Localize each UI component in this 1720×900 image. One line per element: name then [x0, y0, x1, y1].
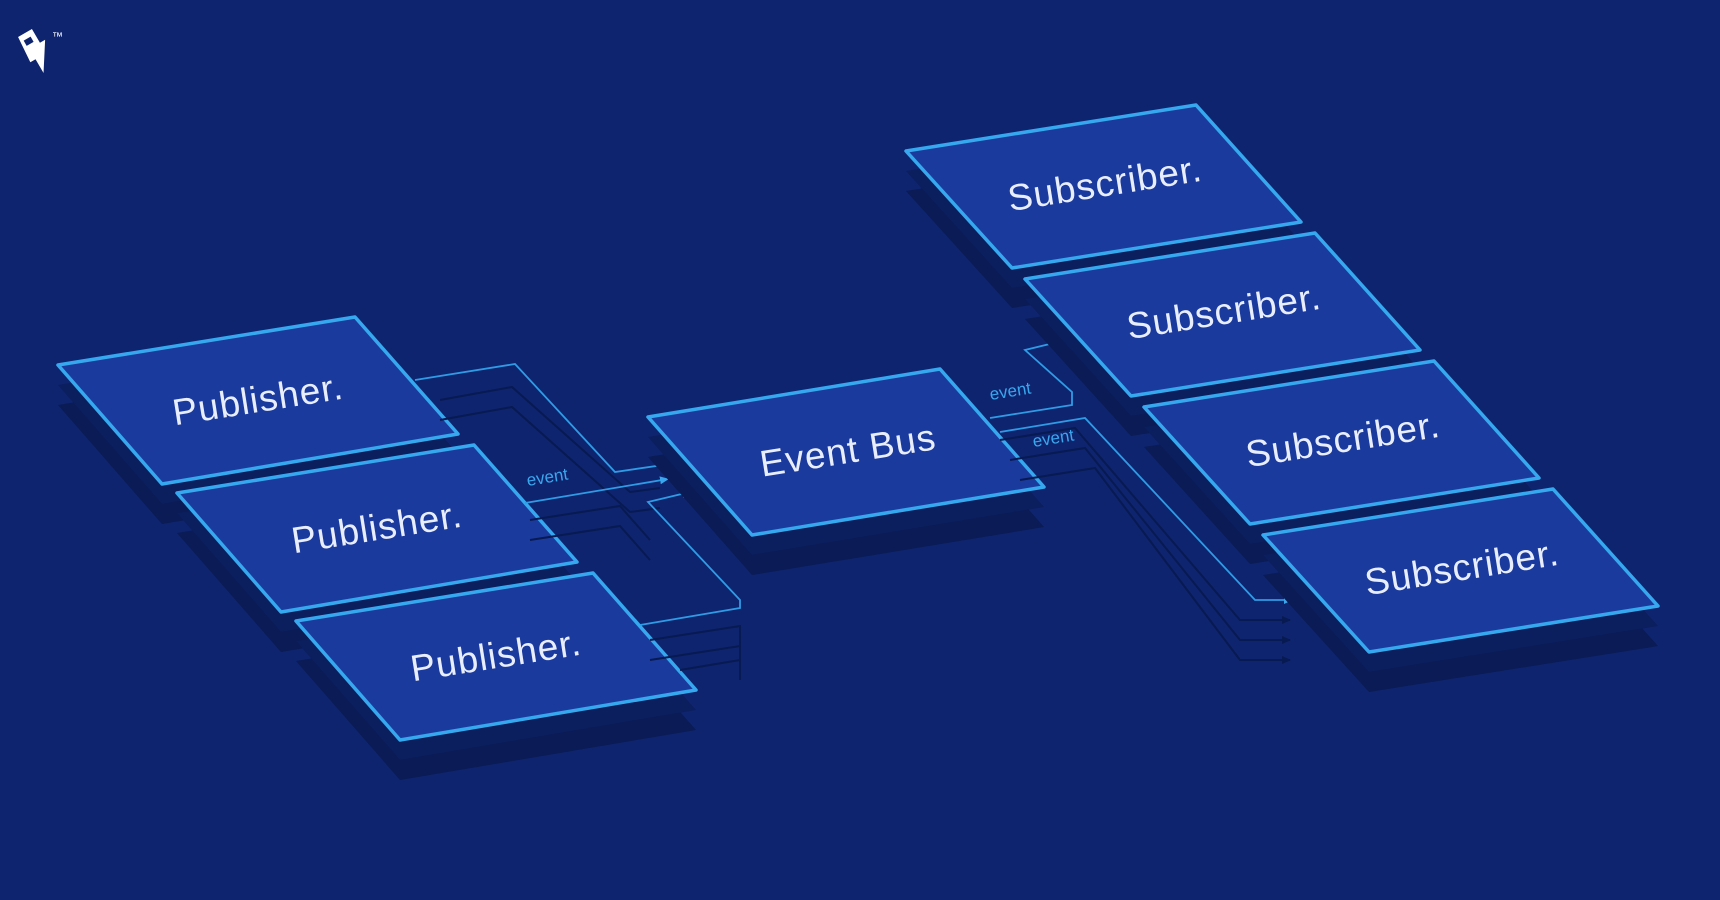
trademark-mark: ™	[52, 31, 63, 43]
bus-event-label-lower: event	[1031, 426, 1075, 451]
subscriber-card[interactable]: Subscriber.	[1142, 359, 1541, 564]
subscriber-card[interactable]: Subscriber.	[904, 103, 1303, 308]
event-bus-card[interactable]: Event Bus	[646, 367, 1046, 575]
subscriber-card[interactable]: Subscriber.	[1261, 487, 1660, 692]
bus-event-label-upper: event	[988, 379, 1032, 404]
toptal-logo-icon	[18, 28, 46, 74]
publisher-card[interactable]: Publisher.	[294, 571, 698, 780]
bus-to-subscriber-wires: event event	[988, 339, 1293, 664]
publisher-event-label: event	[525, 465, 569, 490]
